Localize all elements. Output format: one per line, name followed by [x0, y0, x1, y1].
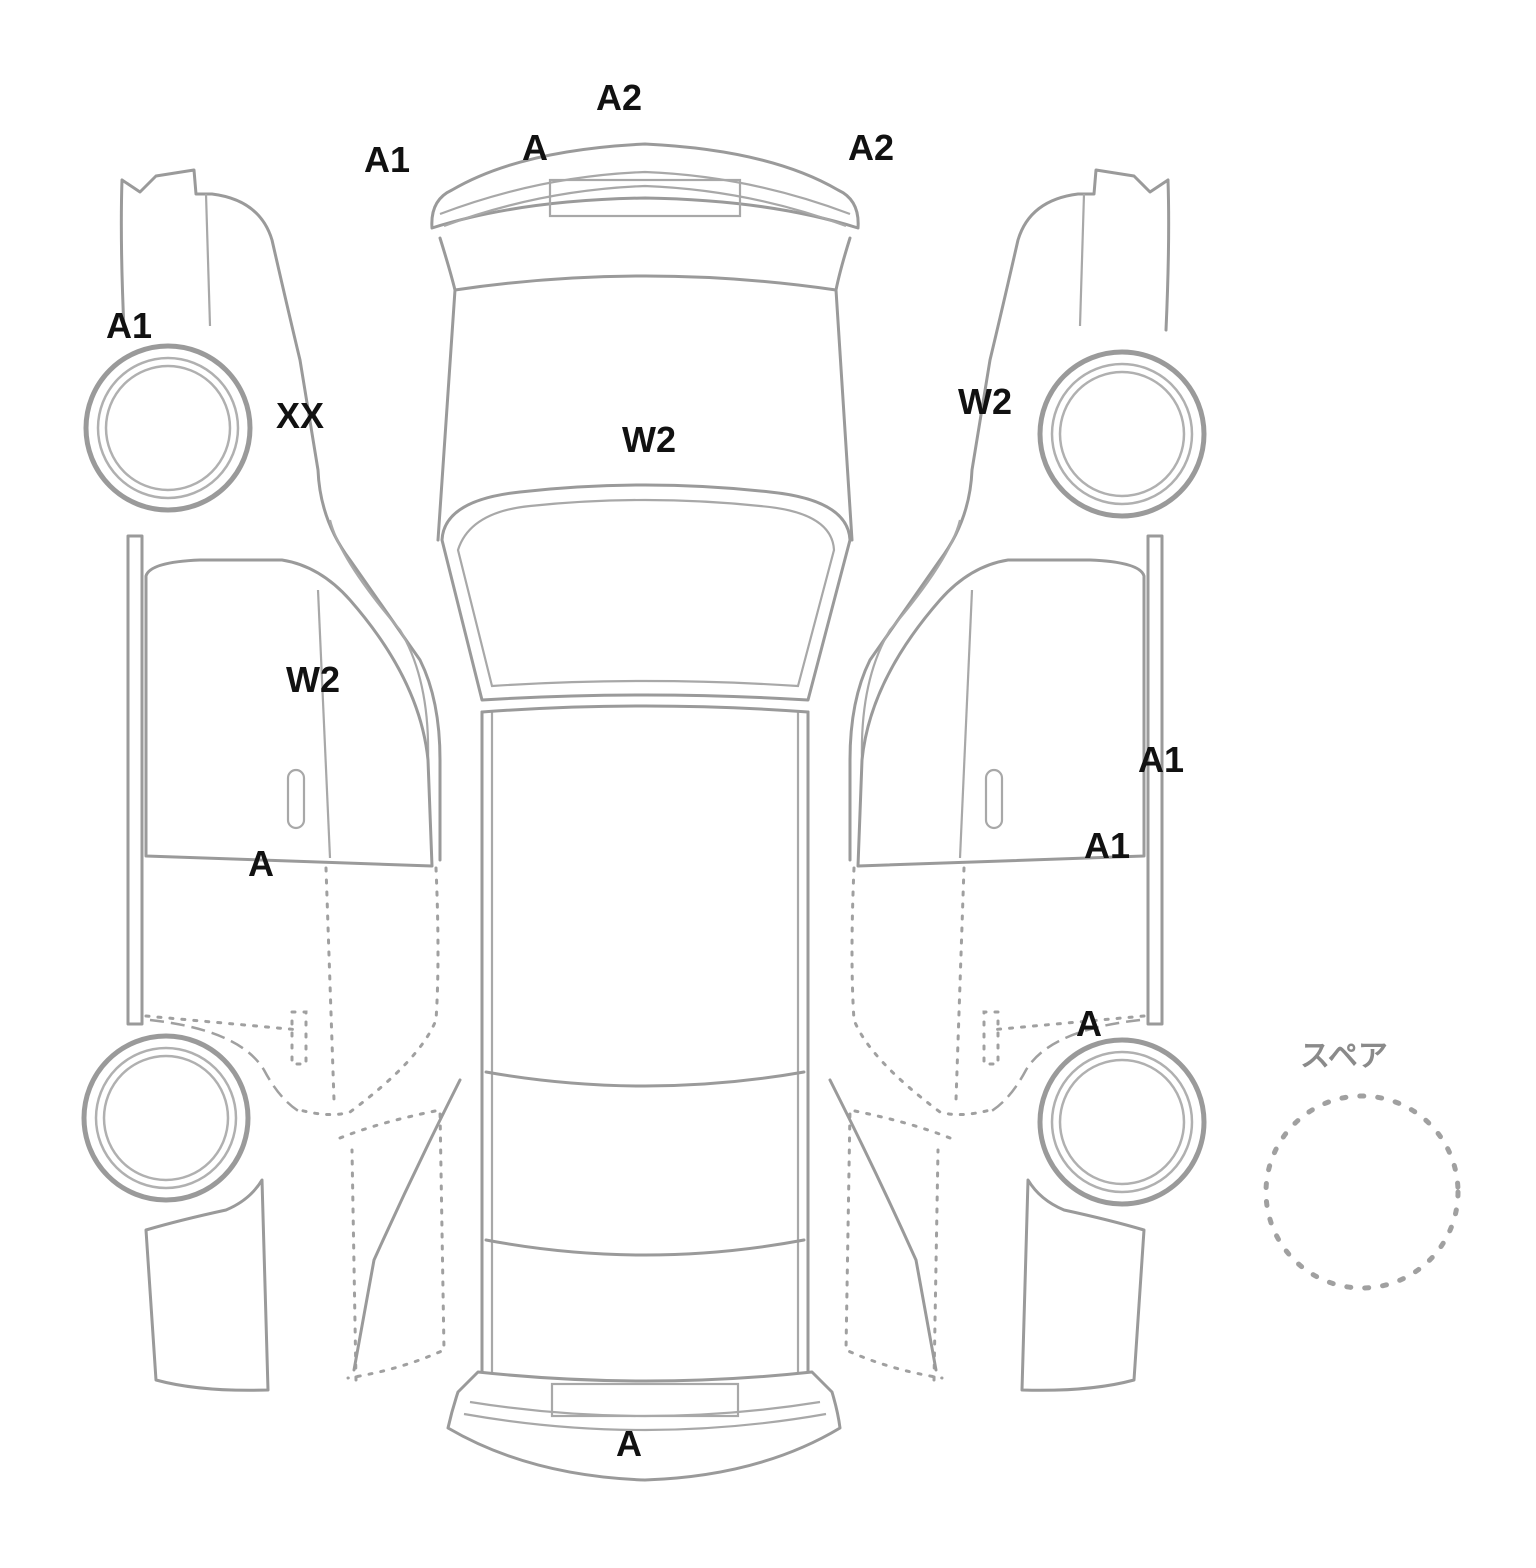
- right-rear-door: [850, 866, 1146, 1117]
- spare-tire: スペア: [1263, 1039, 1461, 1291]
- left-front-fender: [119, 168, 442, 862]
- right-front-door: [856, 558, 1146, 868]
- right-rear-tire: [1037, 1037, 1207, 1207]
- car-left-side-view: [81, 168, 462, 1392]
- damage-mark-left-door-a: A: [248, 843, 274, 884]
- right-front-tire: [1037, 349, 1207, 519]
- left-rear-door: [144, 866, 440, 1117]
- rear-bumper: [446, 1370, 842, 1482]
- car-right-side-view: [828, 168, 1207, 1392]
- damage-mark-right-door-a1: A1: [1084, 825, 1130, 866]
- damage-mark-left-fender-a1: A1: [106, 305, 152, 346]
- front-bumper: [430, 142, 860, 230]
- damage-mark-left-top-a1: A1: [364, 139, 410, 180]
- damage-mark-right-rear-a: A: [1076, 1003, 1102, 1044]
- rear-glass: [484, 1238, 806, 1257]
- spare-label: スペア: [1300, 1039, 1388, 1074]
- damage-mark-roof-a2: A2: [596, 77, 642, 118]
- right-rear-bumper-side: [1020, 1178, 1146, 1392]
- spare-tire-circle: [1263, 1093, 1461, 1291]
- damage-mark-front-bumper-a2: A2: [848, 127, 894, 168]
- left-rear-bumper-side: [144, 1178, 270, 1392]
- damage-mark-right-pillar-a1: A1: [1138, 739, 1184, 780]
- left-side-sill: [126, 534, 144, 1026]
- damage-mark-left-wheel-xx: XX: [276, 395, 324, 436]
- damage-mark-hood-w2: W2: [622, 419, 676, 460]
- damage-mark-front-bumper-a: A: [522, 127, 548, 168]
- car-top-view: [430, 142, 860, 1482]
- damage-mark-right-front-w2: W2: [958, 381, 1012, 422]
- windshield: [440, 483, 852, 702]
- left-front-door: [144, 558, 434, 868]
- damage-mark-left-door-w2: W2: [286, 659, 340, 700]
- damage-marks: A2 A A2 A1 A1 XX W2 W2 W2 A A1 A1 A A: [106, 77, 1184, 1464]
- damage-mark-rear-bumper-a: A: [616, 1423, 642, 1464]
- left-front-tire: [83, 343, 253, 513]
- right-side-sill: [1146, 534, 1164, 1026]
- right-front-fender: [848, 168, 1171, 862]
- roof: [484, 1070, 806, 1088]
- left-rear-tire: [81, 1033, 251, 1203]
